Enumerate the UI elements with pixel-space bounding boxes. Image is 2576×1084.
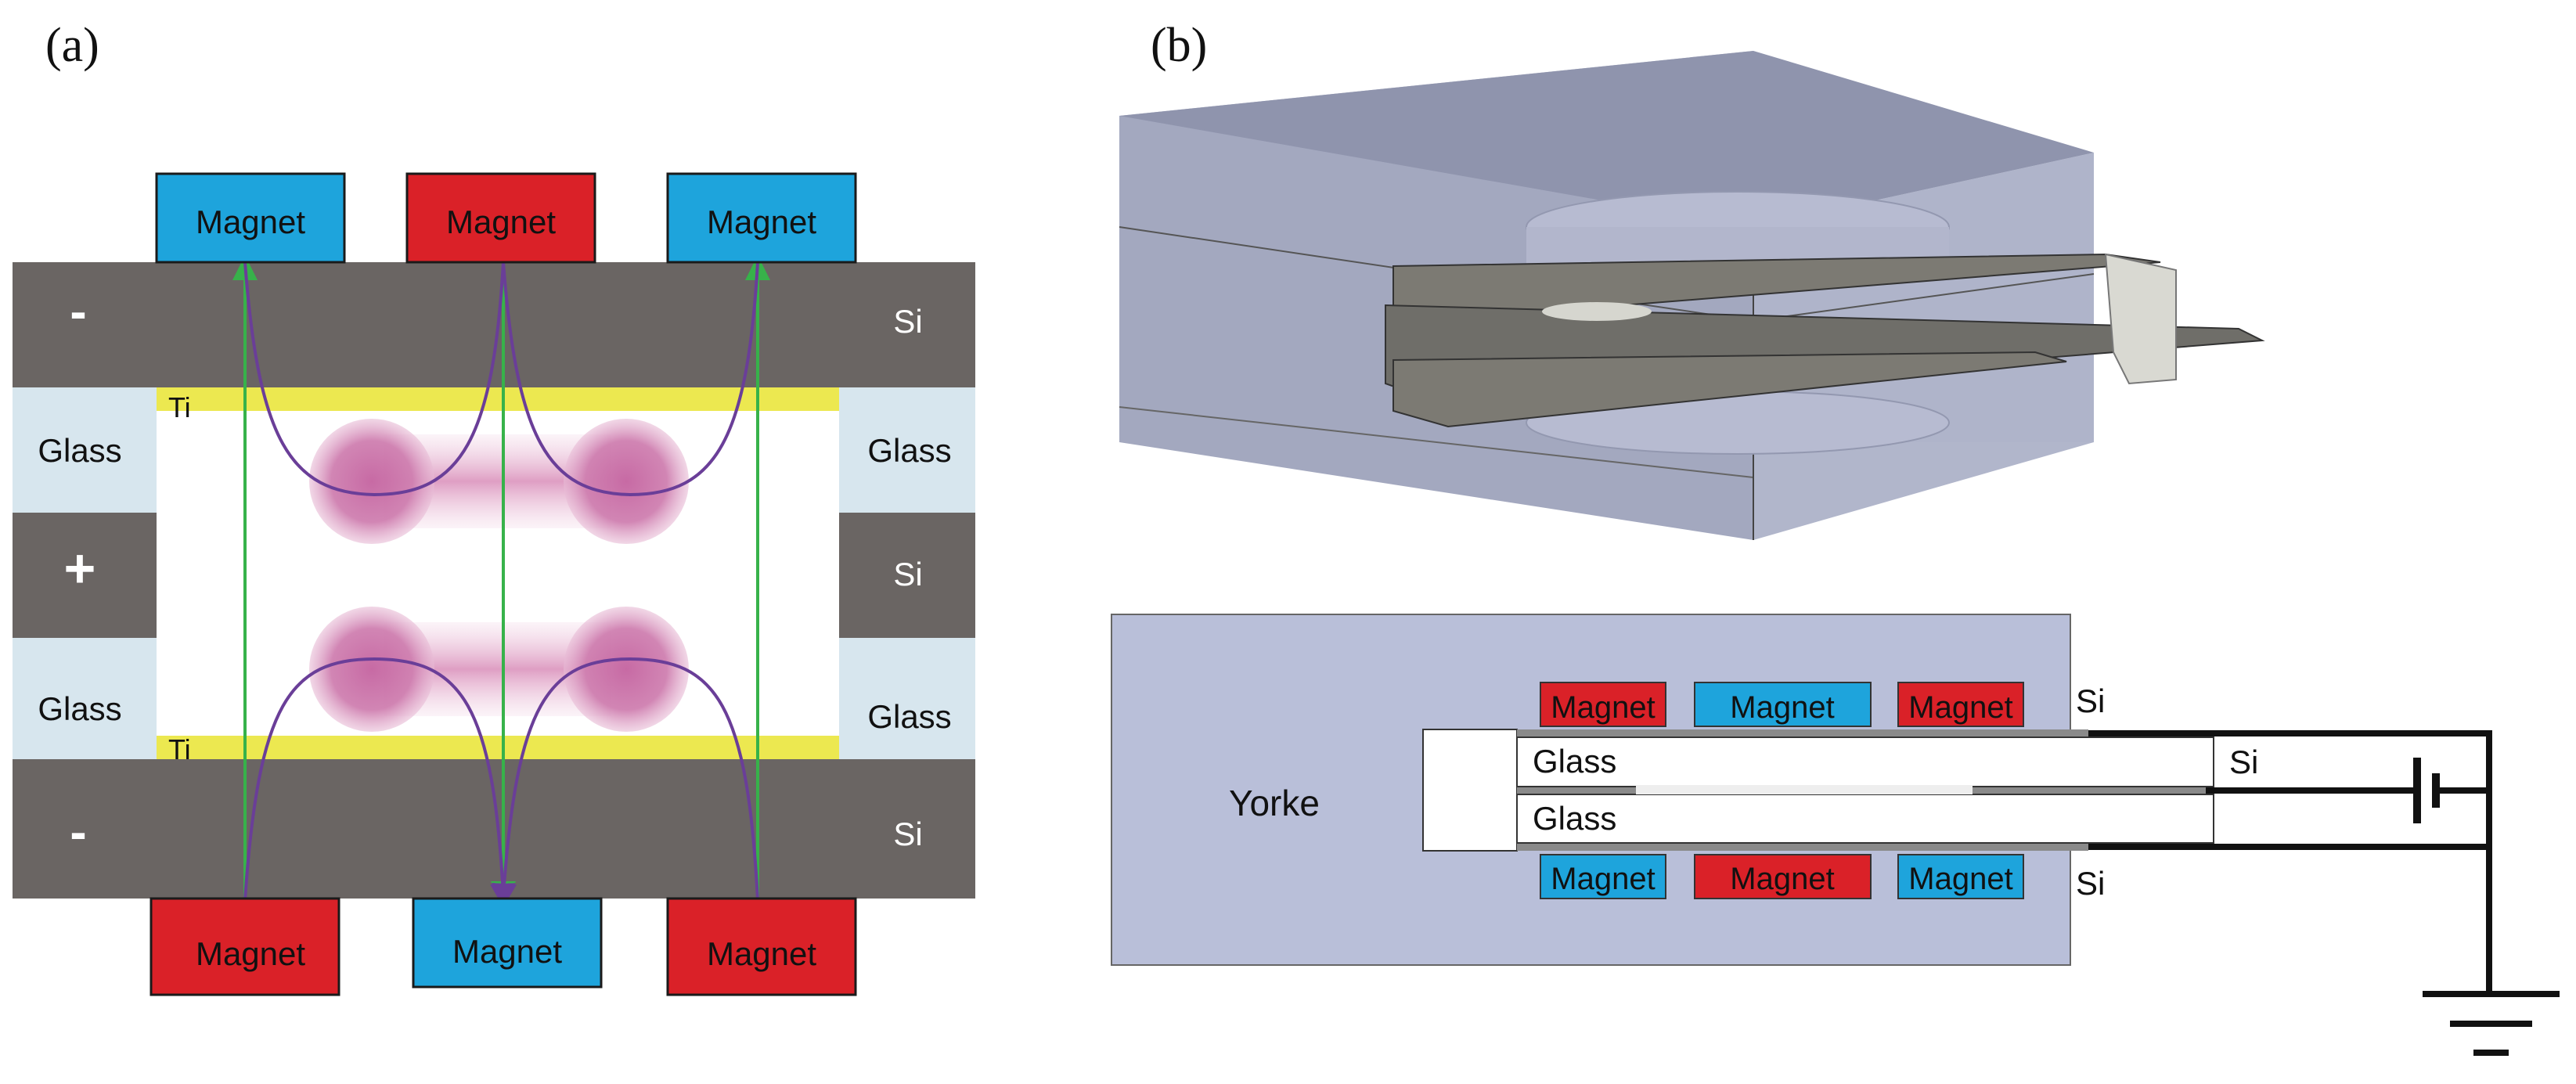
cs-si-label-top: Si <box>2076 682 2105 719</box>
plate-hole <box>1542 302 1652 321</box>
glass-spacer-right-upper <box>839 387 975 513</box>
magnet-top-right-label: Magnet <box>707 203 816 240</box>
box-top-face <box>1119 51 2094 227</box>
cs-magnet-label: Magnet <box>1551 862 1655 896</box>
field-line-purple-lower-left <box>243 657 516 909</box>
magnet-top-right <box>666 172 857 264</box>
glass-label-left-lower: Glass <box>38 690 121 727</box>
si-label-bottom: Si <box>893 816 922 852</box>
magnet-bottom-right-label: Magnet <box>707 935 816 972</box>
cs-magnet-label: Magnet <box>1730 862 1834 896</box>
magnet-bottom-left-label: Magnet <box>196 935 305 972</box>
yoke-label: Yorke <box>1229 783 1320 823</box>
cs-glass-label-lower: Glass <box>1533 800 1616 837</box>
ti-layer-top <box>157 387 839 411</box>
cs-magnet-bottom-left <box>1540 854 1666 899</box>
glass-label-left-upper: Glass <box>38 432 121 469</box>
cs-si-plate-bottom <box>1517 843 2088 851</box>
plasma-blob-upper-right <box>564 419 689 544</box>
panel-b-label: (b) <box>1151 19 1207 72</box>
magnet-top-left <box>155 172 346 264</box>
ti-label-bottom: Ti <box>168 733 191 765</box>
plate-bottom <box>1392 351 2067 428</box>
device-3d-view <box>1119 51 2265 540</box>
polarity-plus-middle: + <box>64 538 96 599</box>
box-edge-line <box>1753 273 2095 322</box>
plate-connector <box>2104 253 2177 385</box>
cavity-white <box>1422 729 1518 852</box>
cs-si-label-bottom: Si <box>2076 865 2105 902</box>
plasma-blob-lower-left <box>309 607 434 732</box>
circuit-wiring <box>2088 730 2492 994</box>
cs-magnet-top-right <box>1897 682 2024 727</box>
cs-magnet-label: Magnet <box>1908 862 2012 896</box>
cs-magnet-bottom-right <box>1897 854 2024 899</box>
cs-magnet-label: Magnet <box>1908 690 2012 725</box>
magnet-bottom-center-label: Magnet <box>452 933 562 970</box>
si-label-middle: Si <box>893 556 922 592</box>
magnet-top-center-label: Magnet <box>446 203 556 240</box>
polarity-minus-bottom: - <box>70 804 86 860</box>
magnet-bottom-center <box>412 897 603 989</box>
glass-label-right-lower: Glass <box>867 698 951 735</box>
polarity-minus-top: - <box>70 283 86 340</box>
cs-glass-lower <box>1516 794 2214 844</box>
cs-magnet-label: Magnet <box>1551 690 1655 725</box>
si-label-top: Si <box>893 303 922 340</box>
ti-label-top: Ti <box>168 391 191 423</box>
cs-magnet-top-center <box>1694 682 1872 727</box>
magnet-bottom-right <box>666 897 857 996</box>
cs-glass-label-upper: Glass <box>1533 743 1616 780</box>
cs-magnet-top-left <box>1540 682 1666 727</box>
field-line-purple-upper-right <box>502 261 759 497</box>
field-line-purple-upper-left <box>243 261 505 497</box>
plasma-blob-lower-right <box>564 607 689 732</box>
cs-magnet-label: Magnet <box>1730 690 1834 725</box>
device-cross-section: Magnet Magnet Magnet Magnet Magnet Magne… <box>1111 614 2560 1056</box>
glass-label-right-upper: Glass <box>867 432 951 469</box>
glass-spacer-left-lower <box>13 638 157 759</box>
cs-glass-upper <box>1516 736 2214 787</box>
plasma-blob-upper-left <box>309 419 434 544</box>
glass-spacer-left-upper <box>13 387 157 513</box>
ground-symbol <box>2423 991 2560 1056</box>
magnet-top-left-label: Magnet <box>196 203 305 240</box>
magnet-top-center <box>405 172 596 264</box>
panel-b: (b) <box>1111 19 2560 1056</box>
si-plate-top <box>13 262 975 387</box>
si-plate-middle-left <box>13 513 157 638</box>
si-plate-bottom <box>13 759 975 899</box>
si-plate-middle-right <box>839 513 975 638</box>
glass-spacer-right-lower <box>839 638 975 759</box>
panel-a-label: (a) <box>45 19 99 72</box>
panel-a: (a) <box>13 19 975 996</box>
cs-magnet-bottom-center <box>1694 854 1872 899</box>
box-edge-line <box>1119 406 1754 478</box>
cs-si-plate-top <box>1517 729 2088 737</box>
cs-gap <box>1636 785 1973 794</box>
magnet-bottom-left <box>150 897 340 996</box>
cs-si-label-middle: Si <box>2229 744 2258 780</box>
field-line-purple-lower-right <box>492 657 759 909</box>
